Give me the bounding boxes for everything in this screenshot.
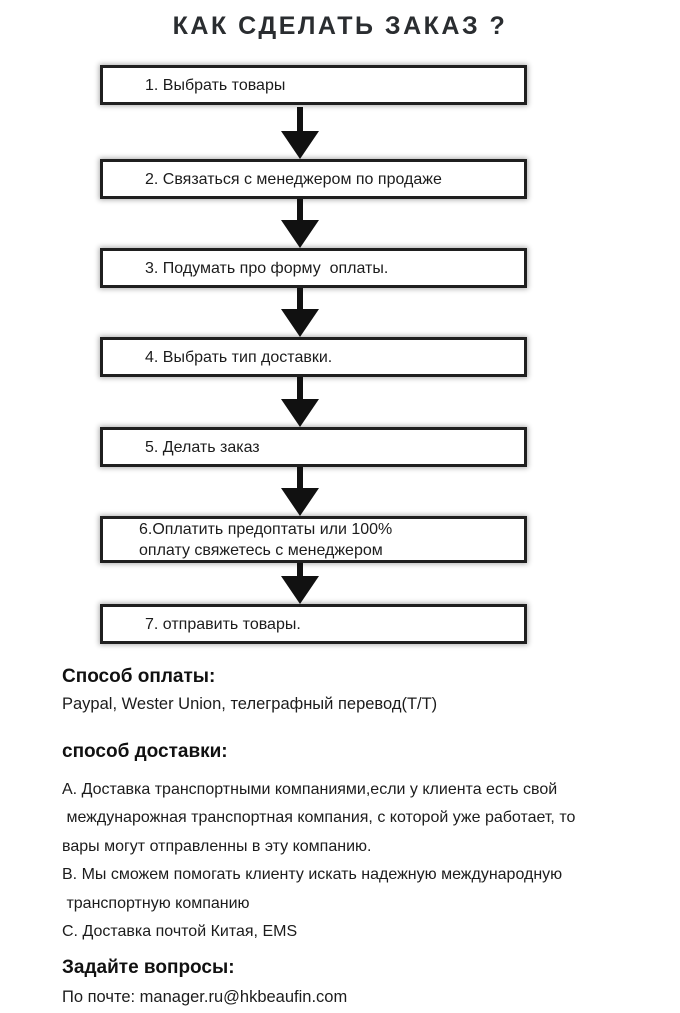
payment-methods-text: Paypal, Wester Union, телеграфный перево… [62,695,438,713]
delivery-line: вары могут отправленны в эту компанию. [62,837,372,855]
arrow-stem [297,107,303,131]
flow-step-6: 6.Оплатить предоптаты или 100% оплату св… [100,516,527,563]
payment-heading: Способ оплаты: [62,666,216,687]
delivery-heading: способ доставки: [62,741,228,762]
arrow-head [281,488,319,516]
contact-email-text: По почте: manager.ru@hkbeaufin.com [62,988,348,1007]
flow-step-label: 1. Выбрать товары [145,76,286,94]
delivery-line: В. Мы сможем помогать клиенту искать над… [62,866,563,884]
flow-step-5: 5. Делать заказ [100,427,527,467]
delivery-line: С. Доставка почтой Китая, EMS [62,923,298,941]
payment-section: Способ оплаты: Paypal, Wester Union, тел… [62,666,637,714]
flow-step-label: 5. Делать заказ [145,438,260,456]
arrow-down-icon [281,288,319,337]
arrow-stem [297,377,303,399]
delivery-line: транспортную компанию [62,894,250,912]
arrow-stem [297,288,303,309]
flow-step-label: 2. Связаться с менеджером по продаже [145,170,442,188]
questions-heading: Задайте вопросы: [62,957,235,979]
arrow-down-icon [281,467,319,516]
questions-section: Задайте вопросы: По почте: manager.ru@hk… [62,957,637,1007]
arrow-stem [297,199,303,220]
arrow-down-icon [281,107,319,159]
flow-step-label-line2: оплату свяжетесь с менеджером [139,541,383,559]
flow-step-1: 1. Выбрать товары [100,65,527,105]
delivery-section: способ доставки: А. Доставка транспортны… [62,741,637,946]
flow-step-4: 4. Выбрать тип доставки. [100,337,527,377]
flow-step-2: 2. Связаться с менеджером по продаже [100,159,527,199]
flow-step-label: 3. Подумать про форму оплаты. [145,259,389,277]
info-sections: Способ оплаты: Paypal, Wester Union, тел… [62,666,637,1007]
delivery-line: А. Доставка транспортными компаниями,есл… [62,781,558,798]
arrow-head [281,309,319,337]
arrow-head [281,576,319,604]
arrow-head [281,131,319,159]
delivery-line: междунарожная транспортная компания, с к… [62,809,576,827]
page-title: КАК СДЕЛАТЬ ЗАКАЗ ? [172,12,508,40]
flow-step-label: 4. Выбрать тип доставки. [145,348,333,366]
arrow-down-icon [281,377,319,427]
arrow-head [281,220,319,248]
flow-step-label: 6.Оплатить предоптаты или 100% [139,520,393,538]
arrow-stem [297,563,303,576]
arrow-down-icon [281,563,319,604]
arrow-head [281,399,319,427]
flow-step-7: 7. отправить товары. [100,604,527,644]
flow-step-label: 7. отправить товары. [145,615,301,633]
arrow-down-icon [281,199,319,248]
arrow-stem [297,467,303,488]
flow-step-3: 3. Подумать про форму оплаты. [100,248,527,288]
